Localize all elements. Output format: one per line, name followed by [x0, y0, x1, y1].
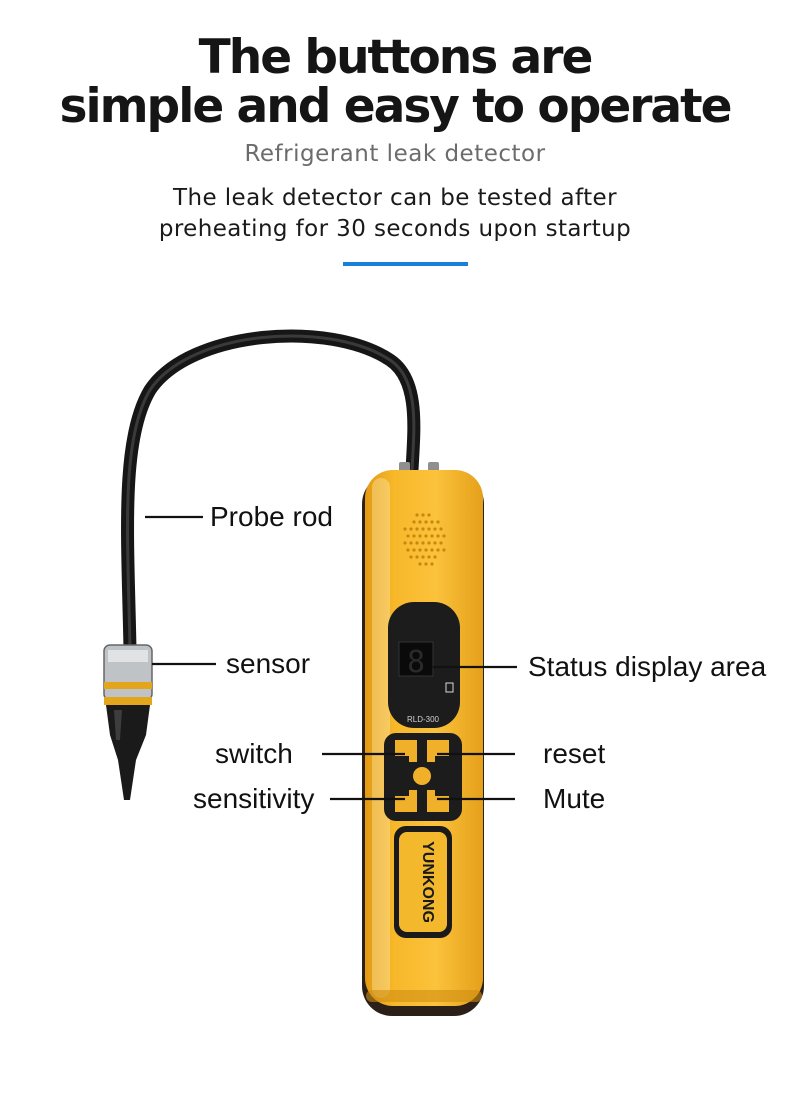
description-line-1: The leak detector can be tested after — [173, 185, 617, 211]
callout-mute: Mute — [543, 783, 606, 814]
callout-lines — [145, 515, 517, 801]
callout-reset: reset — [543, 738, 606, 769]
callout-sensitivity: sensitivity — [193, 783, 315, 814]
headline-line-1: The buttons are — [198, 30, 594, 85]
sensitivity-button — [395, 790, 417, 812]
callout-sensor: sensor — [226, 648, 311, 679]
accent-divider — [343, 262, 468, 266]
power-indicator — [413, 767, 431, 785]
brand-logo: YUNKONG — [419, 841, 436, 923]
description-line-2: preheating for 30 seconds upon startup — [158, 216, 632, 242]
headline-line-2: simple and easy to operate — [59, 79, 733, 134]
callout-status-display: Status display area — [528, 651, 767, 682]
sensor-head — [103, 644, 153, 800]
subtitle: Refrigerant leak detector — [244, 141, 546, 167]
device-body: 8 RLD-300 YUNKONG — [362, 470, 484, 1016]
switch-button — [395, 740, 417, 762]
callout-switch: switch — [215, 738, 293, 769]
speaker-grille — [403, 513, 446, 566]
callout-probe-rod: Probe rod — [210, 501, 333, 532]
svg-text:8: 8 — [407, 645, 425, 680]
model-label: RLD-300 — [407, 715, 440, 724]
mute-button — [427, 790, 449, 812]
reset-button — [427, 740, 449, 762]
